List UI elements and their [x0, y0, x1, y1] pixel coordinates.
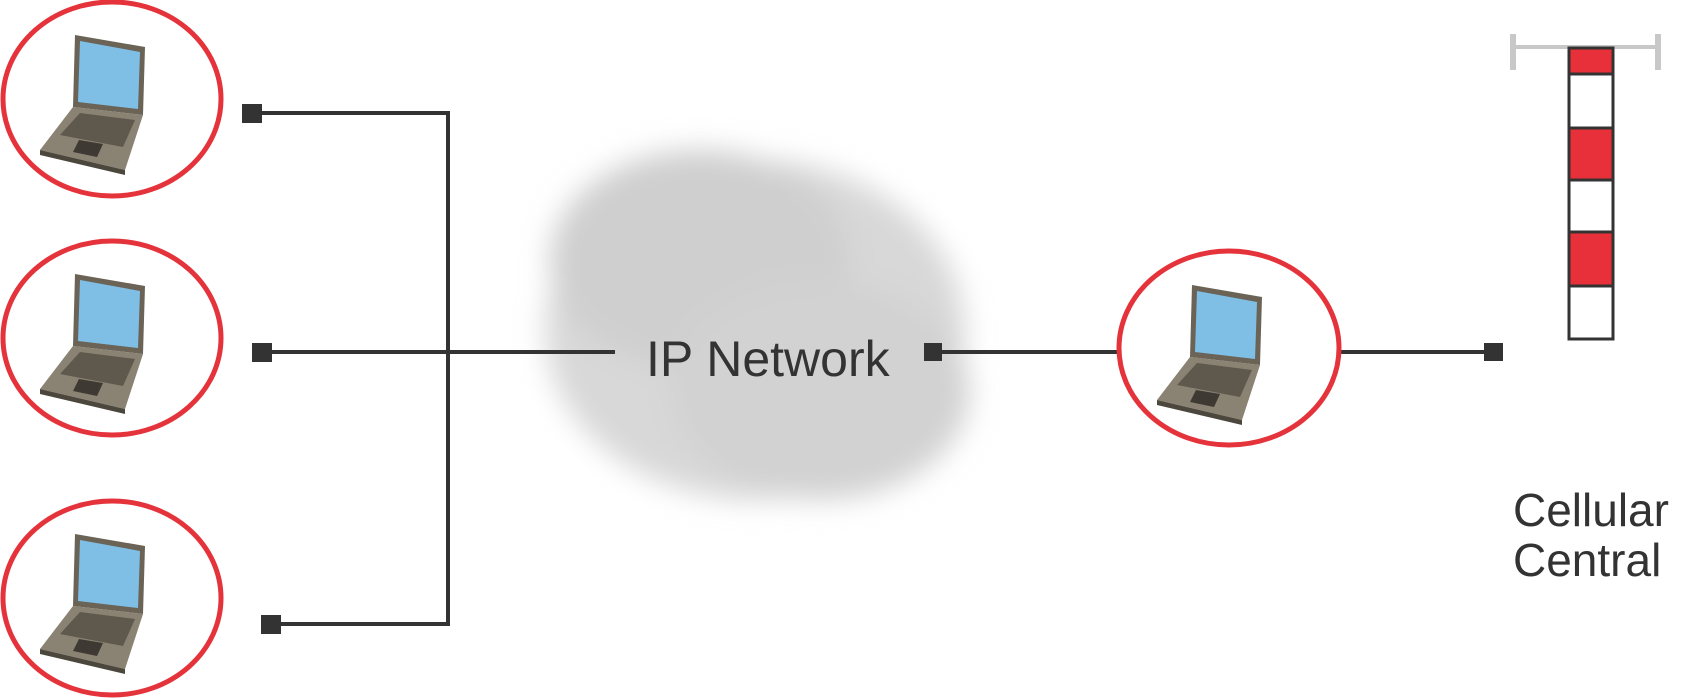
gateway-laptop [1116, 248, 1342, 448]
cellular-label-line1: Cellular [1513, 484, 1669, 536]
cellular-tower-icon [1510, 34, 1661, 341]
cellular-central-label: Cellular Central [1513, 485, 1669, 585]
laptop-icon [40, 274, 145, 414]
cellular-label-line2: Central [1513, 534, 1662, 586]
laptop-icon [1157, 285, 1262, 425]
connector-squares [242, 104, 1503, 634]
laptop-icon [40, 35, 145, 175]
client-laptop-3 [0, 498, 224, 698]
ip-network-label: IP Network [646, 331, 890, 387]
client-laptop-2 [0, 238, 224, 438]
ip-network-cloud [545, 150, 970, 500]
laptop-icon [40, 534, 145, 674]
client-laptop-1 [0, 0, 224, 199]
connection-lines [252, 111, 1493, 626]
